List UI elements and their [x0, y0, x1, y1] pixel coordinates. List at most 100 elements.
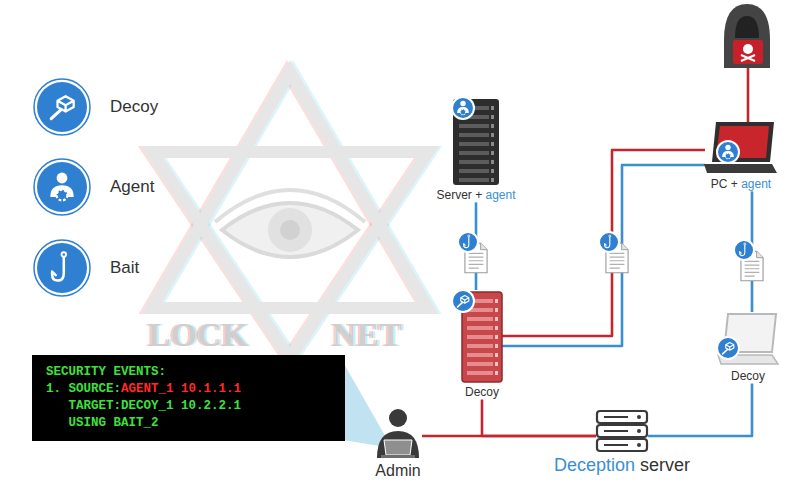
node-label-text: agent	[741, 177, 771, 191]
legend-text: Decoy	[110, 97, 158, 116]
bait-document	[599, 232, 619, 252]
legend-icon	[34, 240, 90, 296]
legend-icon	[34, 79, 90, 135]
bait-document	[458, 232, 478, 252]
admin-figure	[381, 455, 415, 458]
decoy-laptop-node: Decoy	[718, 312, 778, 383]
security-event-text: AGENT_1 10.1.1.1	[121, 382, 241, 396]
watermark-star	[149, 72, 431, 358]
icon-slot	[462, 290, 502, 382]
agent-badge	[457, 101, 469, 115]
connector-group	[422, 150, 752, 436]
security-event-text: 1. SOURCE:	[46, 382, 121, 396]
attacker-figure	[735, 16, 759, 38]
legend-icon	[37, 162, 87, 212]
bait-document	[740, 243, 746, 256]
bait-document	[599, 232, 628, 273]
bait-document	[464, 235, 470, 248]
node-label: Decoy	[731, 369, 765, 383]
legend-row: Agent	[110, 176, 154, 198]
watermark-star	[280, 220, 300, 240]
legend-icon	[34, 159, 90, 215]
admin-figure	[377, 431, 419, 458]
decoy-badge	[458, 296, 469, 307]
bait-document	[605, 235, 611, 248]
watermark-text: LOCK	[148, 318, 248, 352]
watermark-label: LOCK	[148, 316, 248, 353]
decoy-badge	[452, 290, 474, 312]
security-event-text: USING BAIT_2	[69, 416, 159, 430]
bait-document	[734, 240, 754, 260]
watermark-label: NET	[332, 316, 402, 353]
legend-row: Decoy	[110, 96, 158, 118]
decoy-laptop-icon	[718, 314, 778, 364]
node-label-text: Decoy	[465, 385, 499, 399]
terminal-line: 1. SOURCE:AGENT_1 10.1.1.1	[46, 381, 331, 398]
deception-server-icon	[637, 443, 641, 447]
node-label: Decoy	[465, 385, 499, 399]
agent-badge	[722, 145, 734, 159]
attacker-figure	[741, 55, 755, 61]
agent-badge	[452, 97, 474, 119]
node-label-text: Deception	[554, 455, 635, 475]
legend-icon	[37, 82, 87, 132]
callout-wedge	[343, 362, 392, 448]
bait-document	[734, 240, 754, 260]
attacker-figure	[747, 66, 750, 122]
legend-icon	[52, 252, 66, 280]
decoy-badge	[723, 343, 734, 354]
node-label: Deceptionserver	[554, 455, 690, 477]
network-link	[482, 399, 596, 436]
deception-server-icon	[597, 411, 647, 451]
watermark-star	[268, 208, 312, 252]
network-link	[502, 165, 705, 346]
network-link	[648, 383, 752, 436]
bait-document	[458, 232, 487, 273]
legend-icon	[34, 159, 90, 215]
legend-icon	[50, 173, 73, 201]
watermark-star	[152, 72, 428, 308]
legend-icon	[37, 243, 87, 293]
attacker-figure	[733, 40, 763, 64]
decoy-badge	[452, 290, 474, 312]
attacker-figure	[724, 4, 770, 68]
bait-document	[458, 232, 478, 252]
node-label-text: PC +	[711, 177, 738, 191]
legend-icon	[34, 240, 90, 296]
admin-node: Admin	[374, 408, 422, 458]
node-label-text: agent	[486, 188, 516, 202]
bait-document	[599, 232, 619, 252]
watermark-star	[152, 72, 428, 358]
pc-laptop-icon	[712, 122, 774, 162]
server-icon	[453, 99, 499, 185]
icon-slot	[452, 97, 500, 185]
watermark-star	[222, 203, 358, 257]
security-event-text: SECURITY EVENTS:	[46, 365, 166, 379]
node-label: Server + agent	[436, 188, 515, 202]
terminal-line: USING BAIT_2	[46, 415, 331, 432]
pc-laptop-icon	[704, 164, 777, 173]
deception-server-icon	[637, 415, 641, 419]
node-label-text: Decoy	[731, 369, 765, 383]
deception-server-node: Deceptionserver	[596, 410, 648, 452]
legend-icon	[51, 96, 73, 119]
watermark-star	[149, 72, 425, 308]
pc-laptop-icon	[704, 122, 777, 173]
decoy-badge	[717, 337, 739, 359]
legend-text: Bait	[110, 258, 139, 277]
agent-badge	[452, 97, 474, 119]
node-label-text: server	[640, 455, 690, 475]
watermark-star	[155, 72, 431, 308]
decoy-badge	[717, 337, 739, 359]
bait-document	[734, 240, 763, 281]
server-icon	[453, 99, 499, 185]
icon-slot	[718, 312, 778, 366]
attacker-figure	[724, 4, 770, 122]
decoy-server-node: Decoy	[462, 290, 502, 399]
node-label-text: Server +	[436, 188, 482, 202]
node-label: PC +agent	[711, 177, 771, 191]
agent-badge	[717, 141, 739, 163]
deception-server-icon	[637, 429, 641, 433]
watermark-text: NET	[332, 318, 402, 352]
